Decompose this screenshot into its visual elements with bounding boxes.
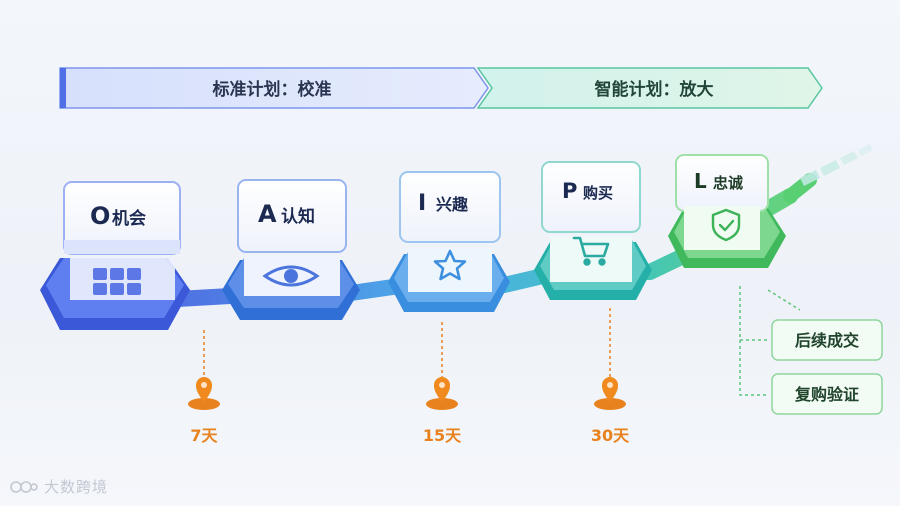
stage-l: L 忠诚 (668, 154, 786, 268)
stage-a: A 认知 (222, 179, 360, 320)
stage-i-name: 兴趣 (436, 195, 469, 214)
eye-icon (262, 265, 320, 287)
stage-p: P 购买 (534, 161, 652, 300)
milestone-30d: 30天 (591, 308, 630, 445)
stage-a-name: 认知 (281, 206, 315, 227)
milestone-30d-label: 30天 (591, 426, 630, 445)
phase-label-smart: 智能计划：放大 (595, 79, 714, 100)
watermark: 大数跨境 (10, 476, 108, 497)
shield-check-icon (711, 208, 741, 242)
milestone-7d: 7天 (188, 330, 220, 445)
grid-icon (93, 268, 141, 295)
outcome-deal-label: 后续成交 (795, 331, 859, 350)
milestone-7d-label: 7天 (190, 426, 218, 445)
cart-icon (572, 236, 610, 266)
stage-o-letter: O (90, 202, 110, 230)
star-icon (433, 249, 467, 281)
milestone-15d-label: 15天 (423, 426, 462, 445)
stage-o: O 机会 (40, 181, 190, 330)
stage-p-letter: P (562, 179, 577, 203)
stage-p-name: 购买 (583, 184, 613, 202)
outcome-repurchase: 复购验证 (771, 373, 883, 415)
watermark-text: 大数跨境 (44, 478, 109, 496)
stage-i-letter: I (418, 191, 426, 216)
brand-logo-icon (10, 480, 38, 493)
stage-l-letter: L (694, 169, 707, 193)
phase-label-standard: 标准计划：校准 (213, 79, 332, 100)
stage-o-name: 机会 (112, 208, 146, 229)
outcome-repurchase-label: 复购验证 (794, 385, 859, 404)
milestone-15d: 15天 (423, 322, 462, 445)
outcome-deal: 后续成交 (771, 319, 883, 361)
stage-l-name: 忠诚 (713, 174, 743, 192)
phase-banner-smart: 智能计划：放大 (476, 67, 823, 109)
phase-banner-standard: 标准计划：校准 (59, 67, 489, 109)
outcome-connectors (739, 286, 801, 396)
stage-a-letter: A (258, 200, 277, 228)
stage-i: I 兴趣 (388, 171, 510, 312)
direction-arrows (800, 144, 873, 186)
